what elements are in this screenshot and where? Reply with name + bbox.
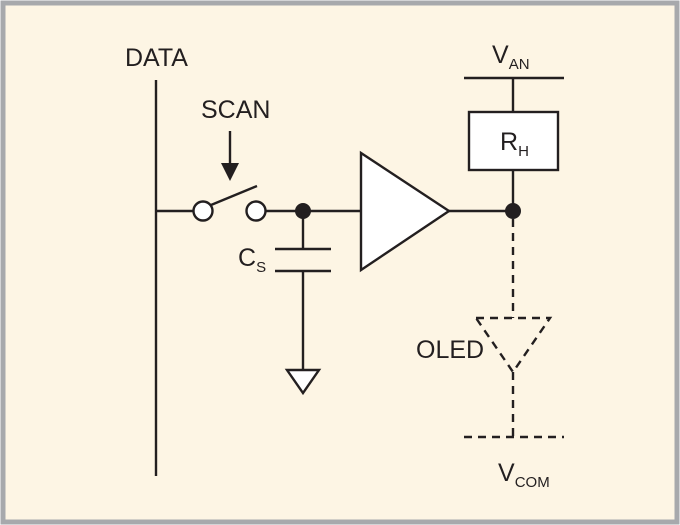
van-label: VAN — [492, 41, 530, 73]
rh-resistor — [467, 110, 560, 172]
switch-blade — [210, 184, 258, 207]
switch-contact-right — [245, 200, 267, 222]
buffer-amplifier-icon — [359, 150, 452, 273]
oled-diode-icon — [473, 316, 553, 375]
scan-label: SCAN — [201, 96, 270, 124]
ground-icon — [284, 368, 322, 396]
oled-label: OLED — [416, 336, 484, 364]
rh-label: RH — [500, 128, 529, 160]
scan-arrow-head-icon — [221, 163, 239, 181]
switch-contact-left — [192, 200, 214, 222]
vcom-label: VCOM — [498, 459, 550, 491]
data-label: DATA — [125, 44, 188, 72]
cs-label: CS — [238, 244, 266, 276]
